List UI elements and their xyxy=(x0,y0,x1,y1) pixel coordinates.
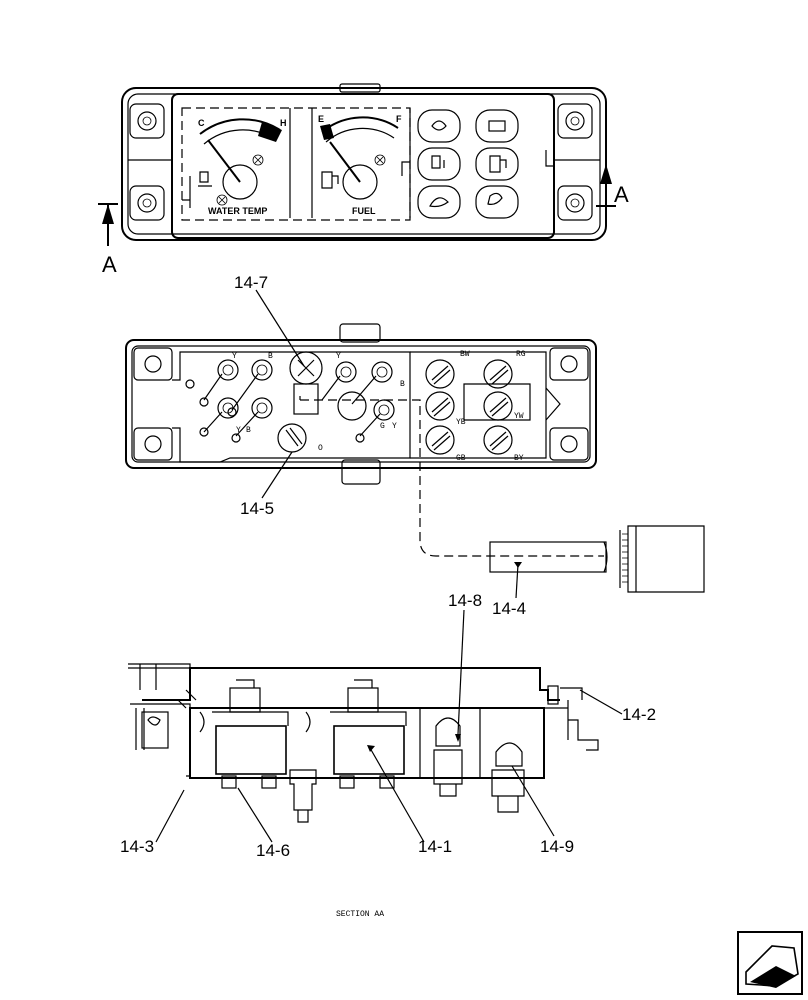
gauge-scale-high: F xyxy=(396,114,402,124)
callout-14-3: 14-3 xyxy=(120,837,154,856)
wire-label: BW xyxy=(460,350,470,359)
harness-tube xyxy=(489,525,705,593)
wire-label: Y xyxy=(392,422,397,431)
water-temp-label: WATER TEMP xyxy=(208,206,267,216)
callout-14-1: 14-1 xyxy=(418,837,452,856)
preheat-icon xyxy=(417,147,461,181)
wire-label: Y xyxy=(232,352,237,361)
section-letter: A xyxy=(102,252,117,277)
wire-label: GB xyxy=(456,454,466,463)
fuel-filter-icon xyxy=(475,147,519,181)
wire-label: BY xyxy=(514,454,524,463)
section-caption: SECTION AA xyxy=(336,910,384,919)
terminal-group-mid xyxy=(321,361,395,443)
gauge-scale-low: E xyxy=(318,114,324,124)
fuel-label: FUEL xyxy=(352,206,376,216)
wire-label: RG xyxy=(516,350,526,359)
panel-front-view: C H WATER TEMP E F FUEL xyxy=(121,83,607,241)
gauge-scale-high: H xyxy=(280,118,287,128)
callout-14-4: 14-4 xyxy=(492,599,526,618)
wire-label: B xyxy=(400,380,405,389)
wire-label: B xyxy=(268,352,273,361)
wire-label: G xyxy=(380,422,385,431)
section-aa-view xyxy=(128,663,599,823)
lamp-socket-array xyxy=(425,359,513,455)
air-filter-icon xyxy=(417,185,461,219)
wire-label: B xyxy=(246,426,251,435)
mounting-bolt-icon xyxy=(129,103,593,221)
wire-label: YB xyxy=(456,418,466,427)
gauge-scale-low: C xyxy=(198,118,205,128)
callout-14-7: 14-7 xyxy=(234,273,268,292)
wire-label: YW xyxy=(514,412,524,421)
wire-label: Y xyxy=(336,352,341,361)
terminal-group-left xyxy=(185,359,273,443)
section-marker-left: A xyxy=(98,203,118,277)
callout-14-2: 14-2 xyxy=(622,705,656,724)
battery-charge-icon xyxy=(475,109,519,143)
callout-14-9: 14-9 xyxy=(540,837,574,856)
next-page-arrow-icon[interactable] xyxy=(737,931,803,995)
hydraulic-oil-icon xyxy=(475,185,519,219)
indicator-lamp-block xyxy=(417,109,519,219)
callout-14-5: 14-5 xyxy=(240,499,274,518)
fuel-gauge: E F FUEL xyxy=(318,114,402,216)
panel-rear-view: Y B Y B O Y B Y G BW RG YW YB GB BY xyxy=(125,323,604,557)
callout-leaders xyxy=(155,289,623,843)
water-temp-gauge: C H WATER TEMP xyxy=(198,118,287,216)
section-letter: A xyxy=(614,182,629,207)
gauge-body xyxy=(215,725,287,775)
gauge-body xyxy=(333,725,405,775)
callout-14-8: 14-8 xyxy=(448,591,482,610)
callout-14-6: 14-6 xyxy=(256,841,290,860)
wire-label: O xyxy=(318,444,323,453)
wire-label: Y xyxy=(236,426,241,435)
section-marker-right: A xyxy=(596,164,629,207)
oil-pressure-icon xyxy=(417,109,461,143)
